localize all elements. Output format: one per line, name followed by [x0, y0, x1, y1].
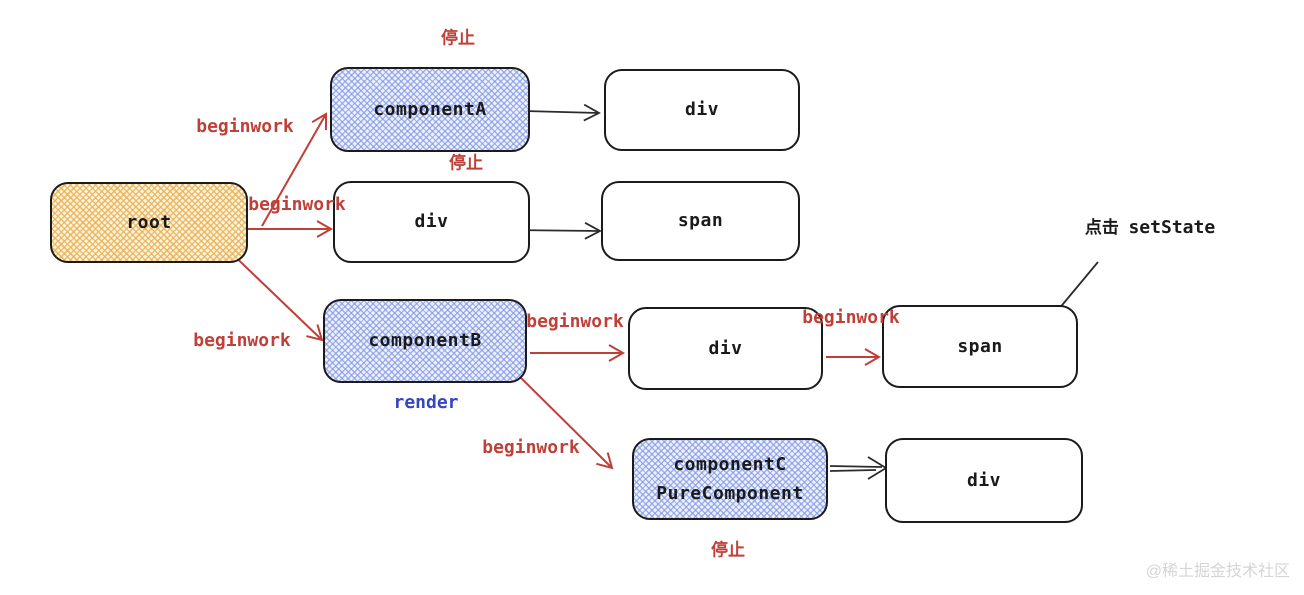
- node-div-of-componentA: div: [604, 69, 800, 151]
- beginwork-label-div-to-span: beginwork: [802, 307, 900, 328]
- node-div-of-componentB: div: [628, 307, 823, 390]
- beginwork-label-componentB-to-componentC: beginwork: [482, 437, 580, 458]
- node-span-of-componentB-label: span: [957, 335, 1003, 357]
- node-root-label: root: [126, 211, 172, 233]
- node-div-of-componentA-label: div: [684, 99, 719, 120]
- click-setstate-code: setState: [1128, 217, 1216, 238]
- node-componentB: componentB: [323, 299, 527, 383]
- arrow-componentC-to-div-line1: [829, 465, 883, 468]
- node-componentA-label: componentA: [373, 98, 487, 120]
- stop-label-top: 停止: [441, 28, 475, 48]
- node-div-of-componentC-label: div: [966, 469, 1001, 491]
- stop-label-mid: 停止: [449, 153, 483, 173]
- node-componentB-label: componentB: [368, 330, 482, 351]
- node-div-of-root-label: div: [414, 211, 449, 232]
- arrow-componentC-to-div-line2: [829, 469, 877, 472]
- click-setstate-prefix: 点击: [1084, 218, 1119, 237]
- stop-label-bottom: 停止: [711, 540, 745, 560]
- node-div-of-componentC: div: [885, 438, 1083, 523]
- beginwork-label-root-to-componentA: beginwork: [196, 116, 294, 137]
- beginwork-label-root-to-componentB: beginwork: [193, 330, 291, 351]
- arrow-beginwork-root-to-componentA: [261, 112, 327, 227]
- arrow-componentC-to-div-head: [867, 456, 888, 480]
- beginwork-label-componentB-to-div: beginwork: [526, 311, 624, 332]
- node-componentA: componentA: [330, 67, 530, 152]
- node-span-of-componentB: span: [882, 305, 1078, 388]
- node-div-of-root: div: [333, 181, 530, 263]
- arrow-componentA-to-div: [523, 103, 601, 122]
- node-componentC-sublabel: PureComponent: [656, 482, 804, 504]
- arrow-beginwork-componentB-to-componentC: [513, 370, 614, 470]
- render-label: render: [393, 392, 459, 413]
- watermark: @稀土掘金技术社区: [1145, 563, 1290, 580]
- node-div-of-componentB-label: div: [708, 337, 743, 359]
- arrow-beginwork-root-to-componentB: [224, 246, 324, 342]
- beginwork-label-root-to-div: beginwork: [248, 194, 346, 215]
- node-componentC: componentC PureComponent: [632, 438, 828, 520]
- click-setstate-label: 点击 setState: [1085, 219, 1215, 237]
- node-componentC-label: componentC: [673, 453, 787, 475]
- node-span-of-root: span: [601, 181, 800, 261]
- node-span-of-root-label: span: [677, 210, 724, 231]
- node-root: root: [50, 182, 248, 263]
